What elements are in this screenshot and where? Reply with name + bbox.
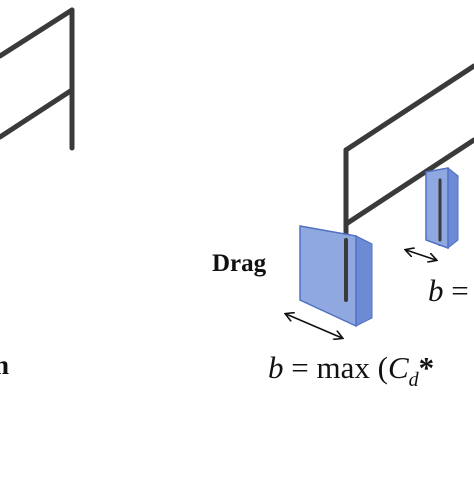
equation-main-coef: C — [387, 350, 409, 385]
drag-panel-small-face — [425, 167, 449, 250]
left-frame-mid-beam — [0, 87, 75, 140]
drag-panel-large-side — [355, 235, 373, 327]
width-equation-main: b = max (Cd* — [268, 350, 435, 391]
drag-panel-large — [299, 225, 373, 328]
equation-main-var: b — [268, 350, 284, 385]
right-frame-top-beam — [343, 63, 474, 153]
equation-main-tail: * — [418, 350, 435, 385]
equation-main-middle: = max ( — [283, 350, 388, 385]
drag-panel-small-side — [447, 166, 459, 250]
width-equation-small: b = — [428, 273, 469, 309]
drag-label: Drag — [212, 250, 267, 277]
width-arrow-large — [286, 314, 342, 338]
drag-panel-small — [424, 166, 460, 250]
equation-small-var: b — [428, 273, 444, 308]
left-cropped-label: n — [0, 350, 10, 380]
equation-main-coef-sub: d — [408, 369, 419, 391]
width-arrow-small — [406, 250, 436, 260]
equation-small-tail: = — [443, 273, 469, 308]
right-frame-mid-beam — [343, 137, 474, 227]
drag-panel-large-face — [299, 225, 357, 328]
left-frame — [0, 7, 75, 151]
left-frame-top-beam — [0, 7, 75, 59]
